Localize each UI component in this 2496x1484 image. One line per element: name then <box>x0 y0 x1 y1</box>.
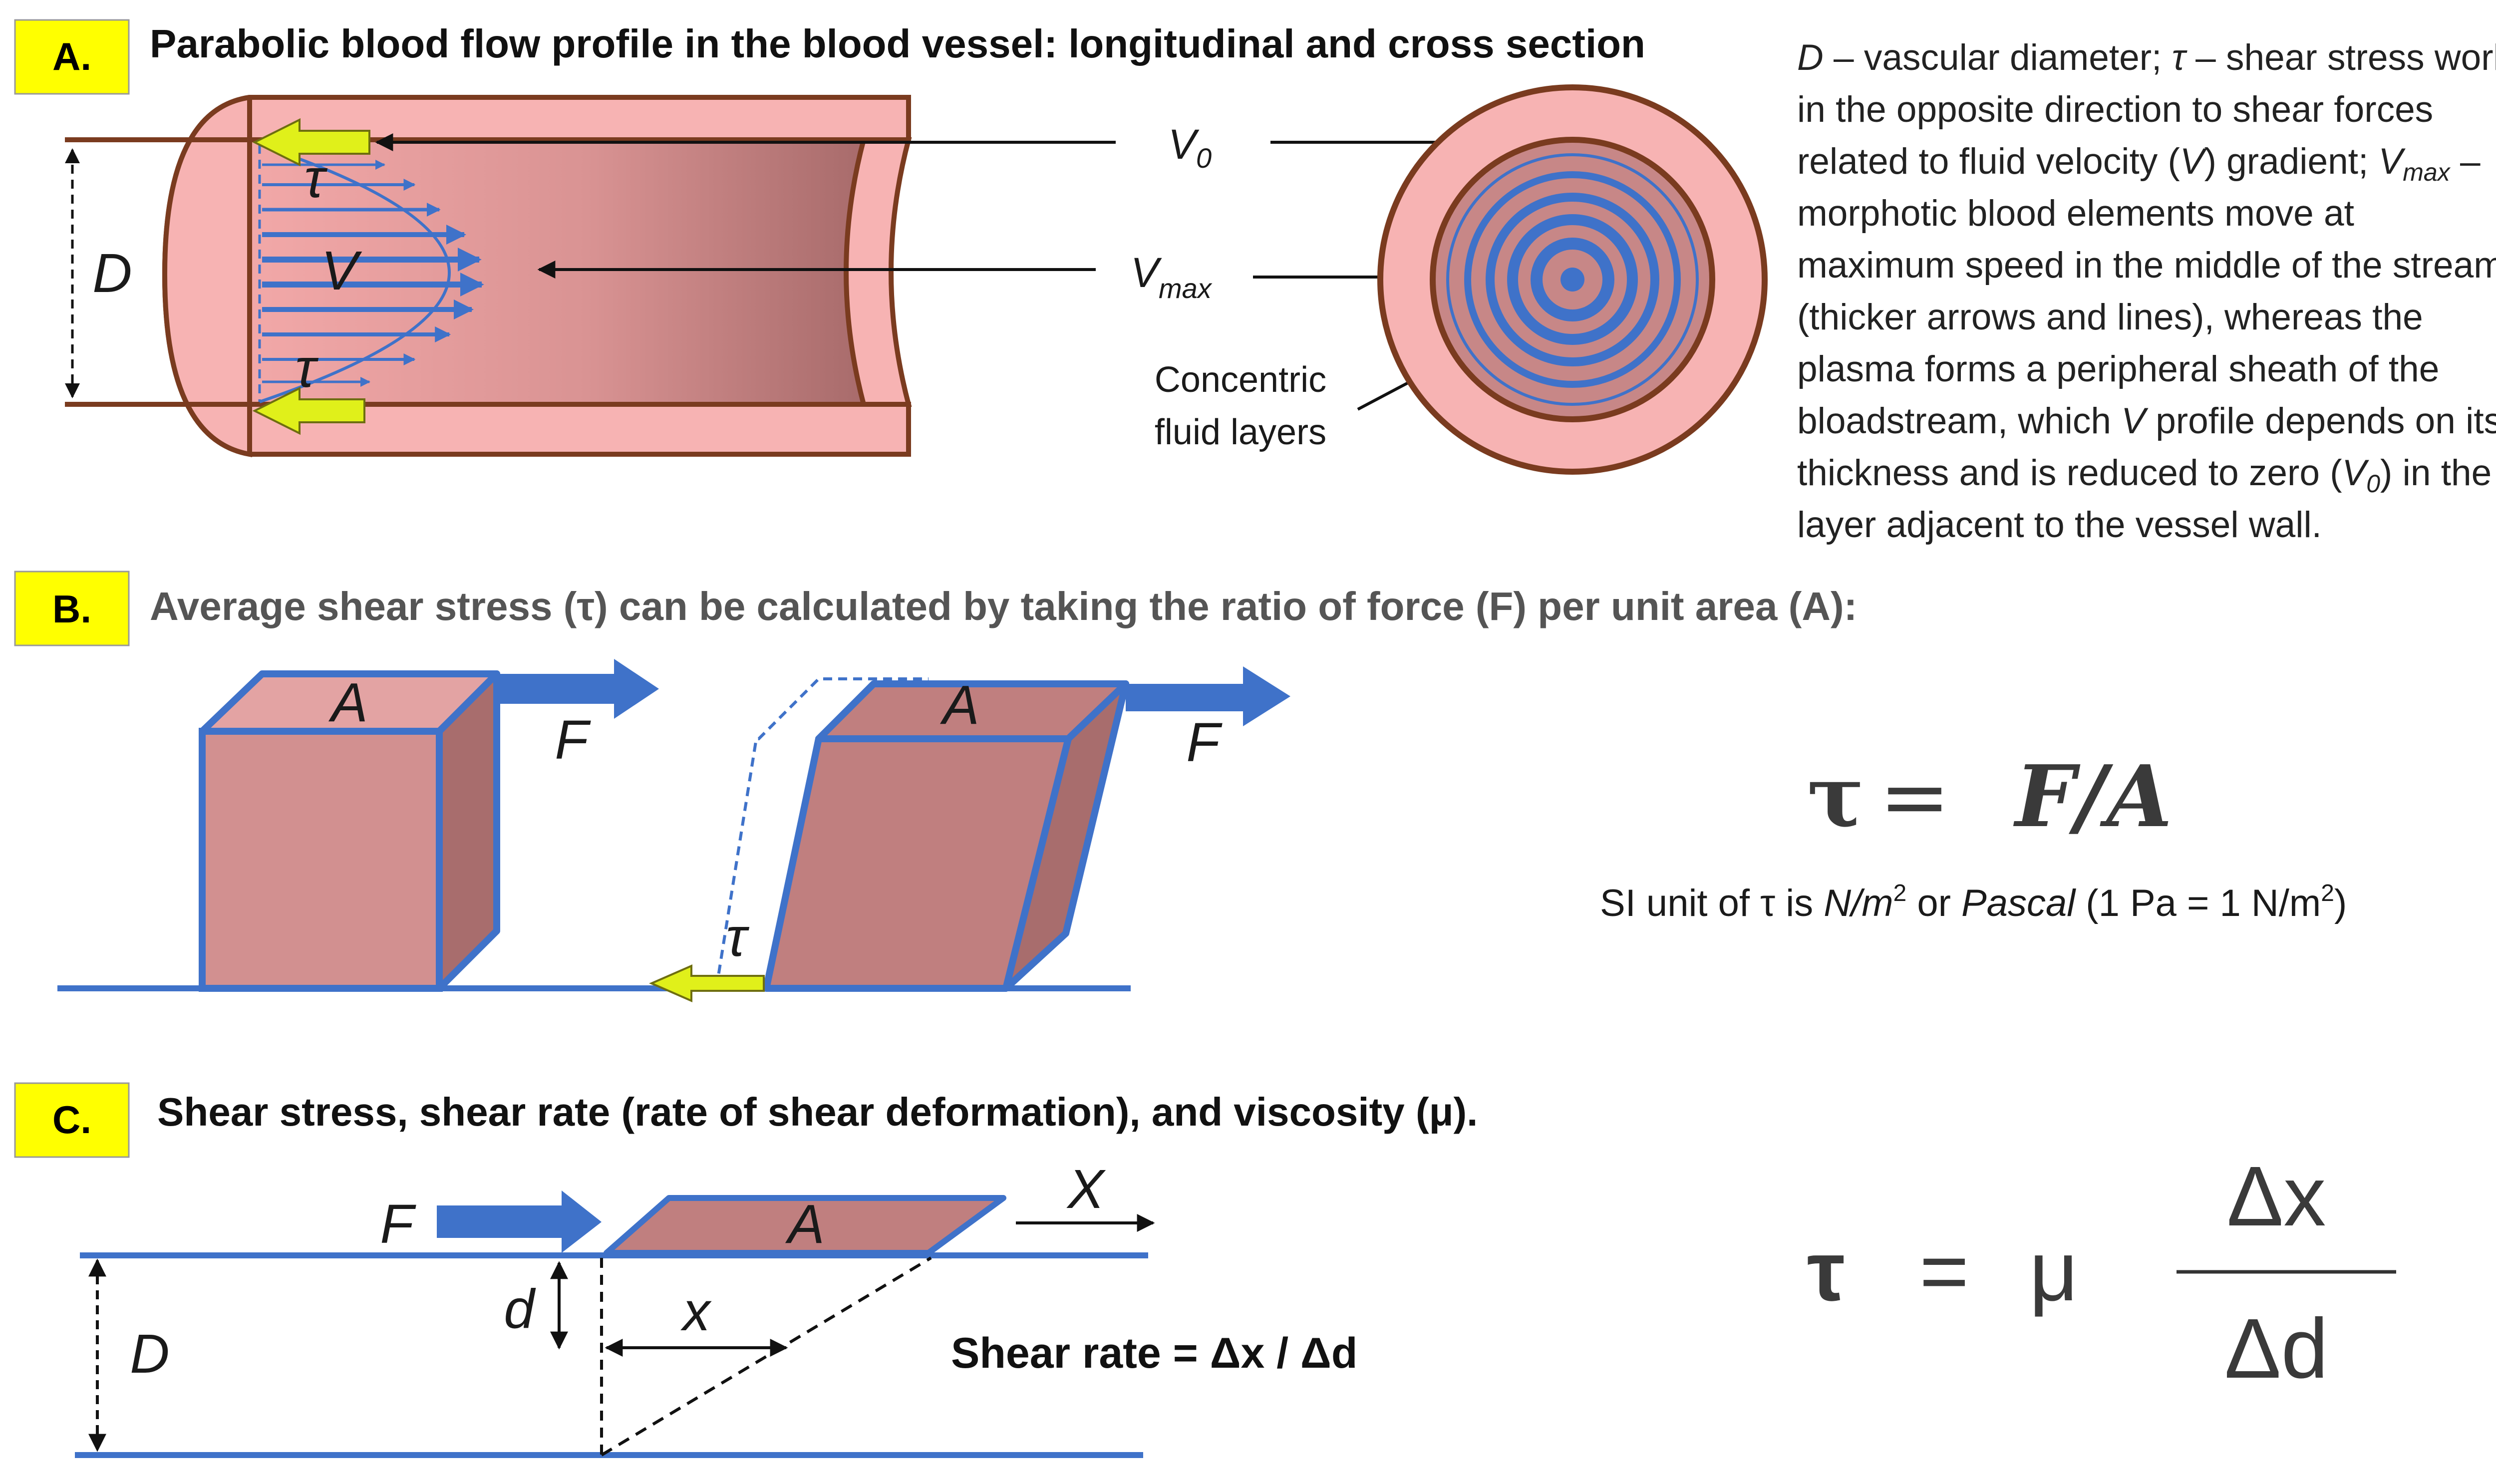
force-label-c: F <box>380 1193 416 1255</box>
v0-label: V0 <box>1168 121 1212 174</box>
note-line: plasma forms a peripheral sheath of the <box>1797 349 2439 389</box>
eq-equals: = <box>1919 1224 1969 1319</box>
equation-tau-fa: τ=F/A <box>1807 747 2173 847</box>
D-label: D <box>130 1323 169 1385</box>
force-label-2: F <box>1186 712 1223 773</box>
cube-side <box>436 670 500 992</box>
vessel-longitudinal: D V τ τ <box>65 95 912 457</box>
panel-b-title: Average shear stress (τ) can be calculat… <box>150 584 1857 628</box>
note-line: bloadstream, which V profile depends on … <box>1797 401 2496 441</box>
shear-rate-formula: Shear rate = Δx / Δd <box>951 1329 1357 1377</box>
fluid-layer <box>1464 171 1681 388</box>
panel-c: C. Shear stress, shear rate (rate of she… <box>14 1082 2396 1458</box>
velocity-label: V <box>321 240 362 301</box>
panel-c-title: Shear stress, shear rate (rate of shear … <box>157 1090 1478 1134</box>
shear-arrow-top <box>252 118 370 167</box>
vessel-left-ring <box>162 95 252 457</box>
fluid-layer <box>1446 153 1699 406</box>
concentric-label-1: Concentric <box>1155 360 1326 400</box>
eq-numerator: Δx <box>2227 1149 2326 1244</box>
note-line: thickness and is reduced to zero (V0) in… <box>1797 453 2492 498</box>
note-line: layer adjacent to the vessel wall. <box>1797 505 2322 545</box>
cube-undeformed: A <box>199 670 500 992</box>
cube-deformed: A <box>715 674 1129 992</box>
d-label: d <box>504 1278 536 1340</box>
area-label-c: A <box>785 1193 824 1255</box>
parabolic-profile <box>259 143 451 403</box>
panel-b-label-box <box>14 571 130 646</box>
fluid-layer <box>1531 238 1614 321</box>
shear-diagonal <box>601 1256 932 1457</box>
cube-front <box>199 728 443 992</box>
note-line: D – vascular diameter; τ – shear stress … <box>1797 37 2496 78</box>
force-label-1: F <box>555 709 591 771</box>
deformed-front <box>763 735 1072 992</box>
note-line: morphotic blood elements move at <box>1797 193 2354 234</box>
eq-tau: τ <box>1807 1224 1845 1319</box>
X-label: X <box>1066 1159 1106 1220</box>
shear-arrow-b <box>649 964 765 1003</box>
note-line: in the opposite direction to shear force… <box>1797 89 2433 130</box>
eq-mu: μ <box>2029 1224 2078 1319</box>
area-label-2: A <box>939 674 979 736</box>
force-arrow-1 <box>497 659 659 719</box>
panel-c-label-box <box>14 1082 130 1158</box>
x-label: x <box>680 1281 712 1342</box>
vessel-right-opening <box>844 137 912 407</box>
panel-c-label: C. <box>52 1098 91 1142</box>
eq-denominator: Δd <box>2224 1301 2328 1396</box>
panel-a: A. Parabolic blood flow profile in the b… <box>14 19 2496 545</box>
si-unit-note: SI unit of τ is N/m2 or Pascal (1 Pa = 1… <box>1600 880 2347 924</box>
panel-b-label: B. <box>52 587 91 631</box>
shear-arrow-bottom <box>252 386 365 435</box>
vessel-cross-section <box>1377 84 1768 475</box>
panel-a-label: A. <box>52 34 91 78</box>
top-plate <box>604 1195 1006 1256</box>
panel-a-label-box <box>14 19 130 95</box>
note-line: maximum speed in the middle of the strea… <box>1797 245 2496 286</box>
fluid-core <box>1560 268 1584 292</box>
vmax-label: Vmax <box>1131 249 1213 304</box>
panel-a-title: Parabolic blood flow profile in the bloo… <box>150 21 1645 66</box>
force-arrow-c <box>437 1190 602 1253</box>
fluid-layer <box>1507 214 1638 345</box>
tau-bottom-label: τ <box>295 337 318 399</box>
tau-top-label: τ <box>304 148 327 209</box>
note-line: related to fluid velocity (V) gradient; … <box>1797 141 2481 186</box>
concentric-label-2: fluid layers <box>1155 412 1326 452</box>
original-outline <box>715 677 929 989</box>
tau-label-b: τ <box>726 906 749 968</box>
force-arrow-2 <box>1126 666 1290 726</box>
velocity-arrows <box>262 160 484 387</box>
fluid-layer <box>1486 193 1659 366</box>
area-label-1: A <box>328 672 367 733</box>
panel-b: B. Average shear stress (τ) can be calcu… <box>14 571 2347 1003</box>
note-line: (thicker arrows and lines), whereas the <box>1797 297 2423 337</box>
panel-a-note: D – vascular diameter; τ – shear stress … <box>1797 37 2496 545</box>
diameter-label: D <box>92 243 132 304</box>
